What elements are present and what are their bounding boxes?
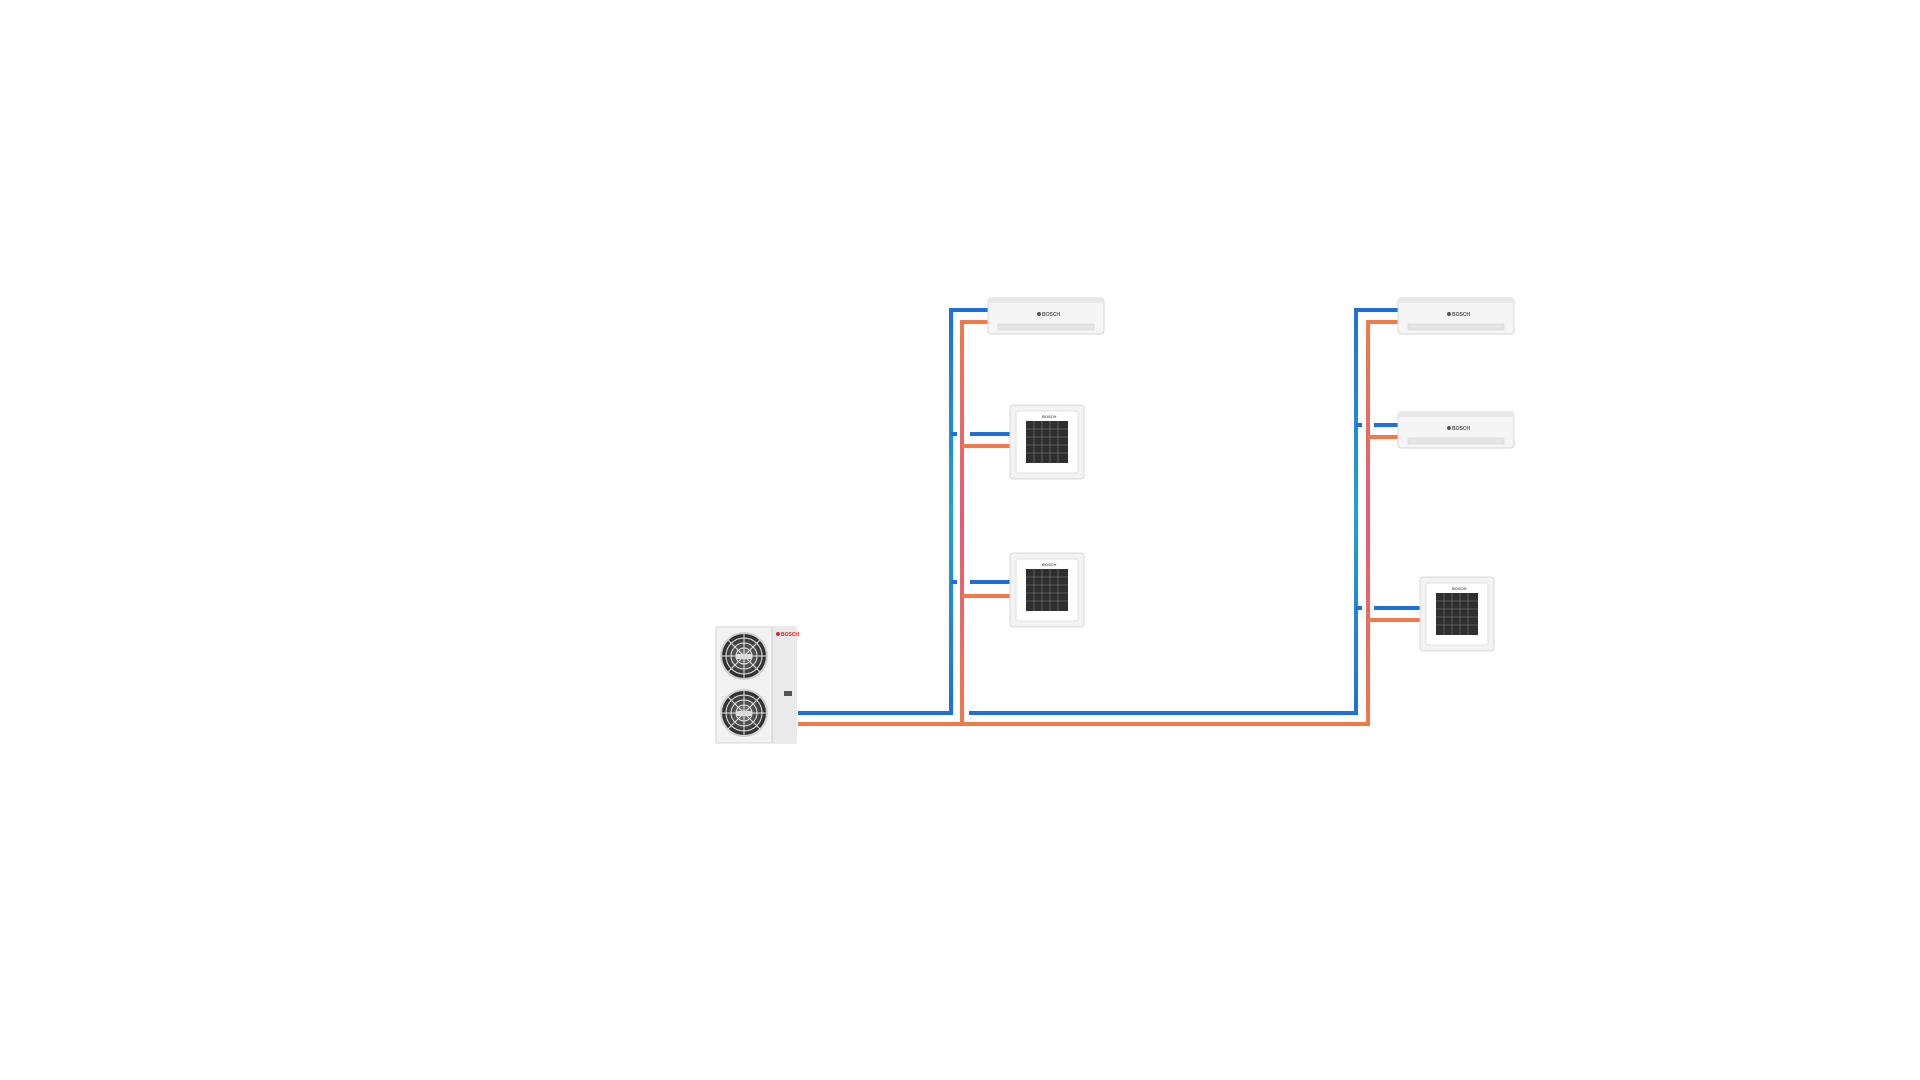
outdoor-condenser-icon: BOSCH	[715, 626, 799, 744]
wall-mounted-ac-icon: BOSCH	[1397, 297, 1515, 335]
piping-network	[798, 308, 1420, 726]
fan-icon	[720, 632, 768, 680]
ceiling-cassette-icon: BOSCH	[1009, 552, 1085, 628]
wall-mounted-ac-icon: BOSCH	[1397, 411, 1515, 449]
cassette-brand-label: BOSCH	[1042, 562, 1057, 567]
left-liquid-riser	[960, 320, 988, 724]
fan-icon	[720, 689, 768, 737]
wall-mounted-ac-icon: BOSCH	[987, 297, 1105, 335]
wall-unit-brand-label: BOSCH	[1452, 426, 1470, 432]
main-gas-line	[798, 308, 988, 715]
left-branch-taps	[951, 432, 1010, 598]
main-gas-trunk-right	[969, 308, 1398, 715]
main-liquid-line	[798, 320, 1398, 726]
wall-unit-brand-label: BOSCH	[1452, 312, 1470, 318]
cassette-brand-label: BOSCH	[1452, 586, 1467, 591]
brand-logo-icon	[776, 632, 780, 636]
ceiling-cassette-icon: BOSCH	[1419, 576, 1495, 652]
cassette-brand-label: BOSCH	[1042, 414, 1057, 419]
wall-unit-brand-label: BOSCH	[1042, 312, 1060, 318]
outdoor-brand-label: BOSCH	[781, 632, 799, 638]
ceiling-cassette-icon: BOSCH	[1009, 404, 1085, 480]
right-branch-taps	[1356, 423, 1420, 622]
